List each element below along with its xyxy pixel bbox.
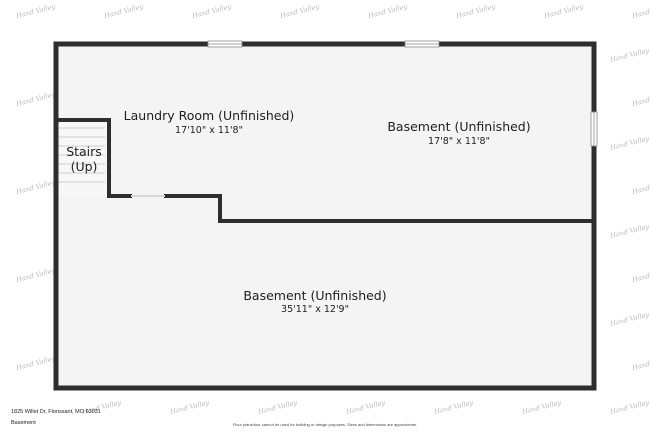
watermark-logo: Hand Valley	[521, 399, 563, 417]
watermark-logo: Hand Valley	[15, 267, 57, 285]
basement-upper-dims: 17'8" x 11'8"	[428, 136, 490, 147]
watermark-logo: Hand Valley	[103, 3, 145, 21]
watermark-logo: Hand Valley	[609, 399, 650, 417]
watermark-logo: Hand Valley	[191, 3, 233, 21]
watermark-logo: Hand Valley	[433, 399, 475, 417]
watermark-logo: Hand Valley	[609, 135, 650, 153]
outer-wall	[53, 41, 597, 391]
watermark-logo: Hand Valley	[15, 91, 57, 109]
watermark-logo: Hand Valley	[15, 3, 57, 21]
stairs-label-line1: Stairs	[66, 144, 102, 159]
watermark-logo: Hand Valley	[543, 3, 585, 21]
basement-lower-dims: 35'11" x 12'9"	[281, 304, 349, 315]
watermark-logo: Hand Valley	[609, 311, 650, 329]
watermark-logo: Hand Valley	[631, 355, 650, 373]
divider-wall	[164, 194, 596, 223]
watermark-logo: Hand Valley	[631, 179, 650, 197]
windows	[207, 40, 598, 147]
basement-lower-name: Basement (Unfinished)	[243, 288, 386, 303]
laundry-room-dims: 17'10" x 11'8"	[175, 125, 243, 136]
watermark-logo: Hand Valley	[631, 3, 650, 21]
stairs-region	[56, 120, 108, 196]
watermark-logo: Hand Valley	[455, 3, 497, 21]
floor-level-label: Basement	[11, 420, 36, 426]
watermark-logo: Hand Valley	[609, 47, 650, 65]
watermark-logo: Hand Valley	[279, 3, 321, 21]
stairs-label-line2: (Up)	[71, 159, 98, 174]
disclaimer-text: Floor plans/tour cannot be used for buil…	[232, 422, 418, 427]
watermark-logo: Hand Valley	[609, 223, 650, 241]
laundry-room-name: Laundry Room (Unfinished)	[124, 108, 295, 123]
watermark-logo: Hand Valley	[169, 399, 211, 417]
watermark-logo: Hand Valley	[367, 3, 409, 21]
basement-upper-name: Basement (Unfinished)	[387, 119, 530, 134]
floor-area	[56, 44, 594, 388]
watermark-logo: Hand Valley	[257, 399, 299, 417]
property-address: 1825 Willet Dr, Florissant, MO 63031	[11, 409, 101, 415]
watermark-logo: Hand Valley	[631, 267, 650, 285]
watermark-logo: Hand Valley	[15, 355, 57, 373]
watermark-logo: Hand Valley	[631, 91, 650, 109]
walls	[53, 41, 597, 391]
watermark-logo: Hand Valley	[15, 179, 57, 197]
watermark-logo: Hand Valley	[345, 399, 387, 417]
stair-wall	[54, 118, 132, 198]
